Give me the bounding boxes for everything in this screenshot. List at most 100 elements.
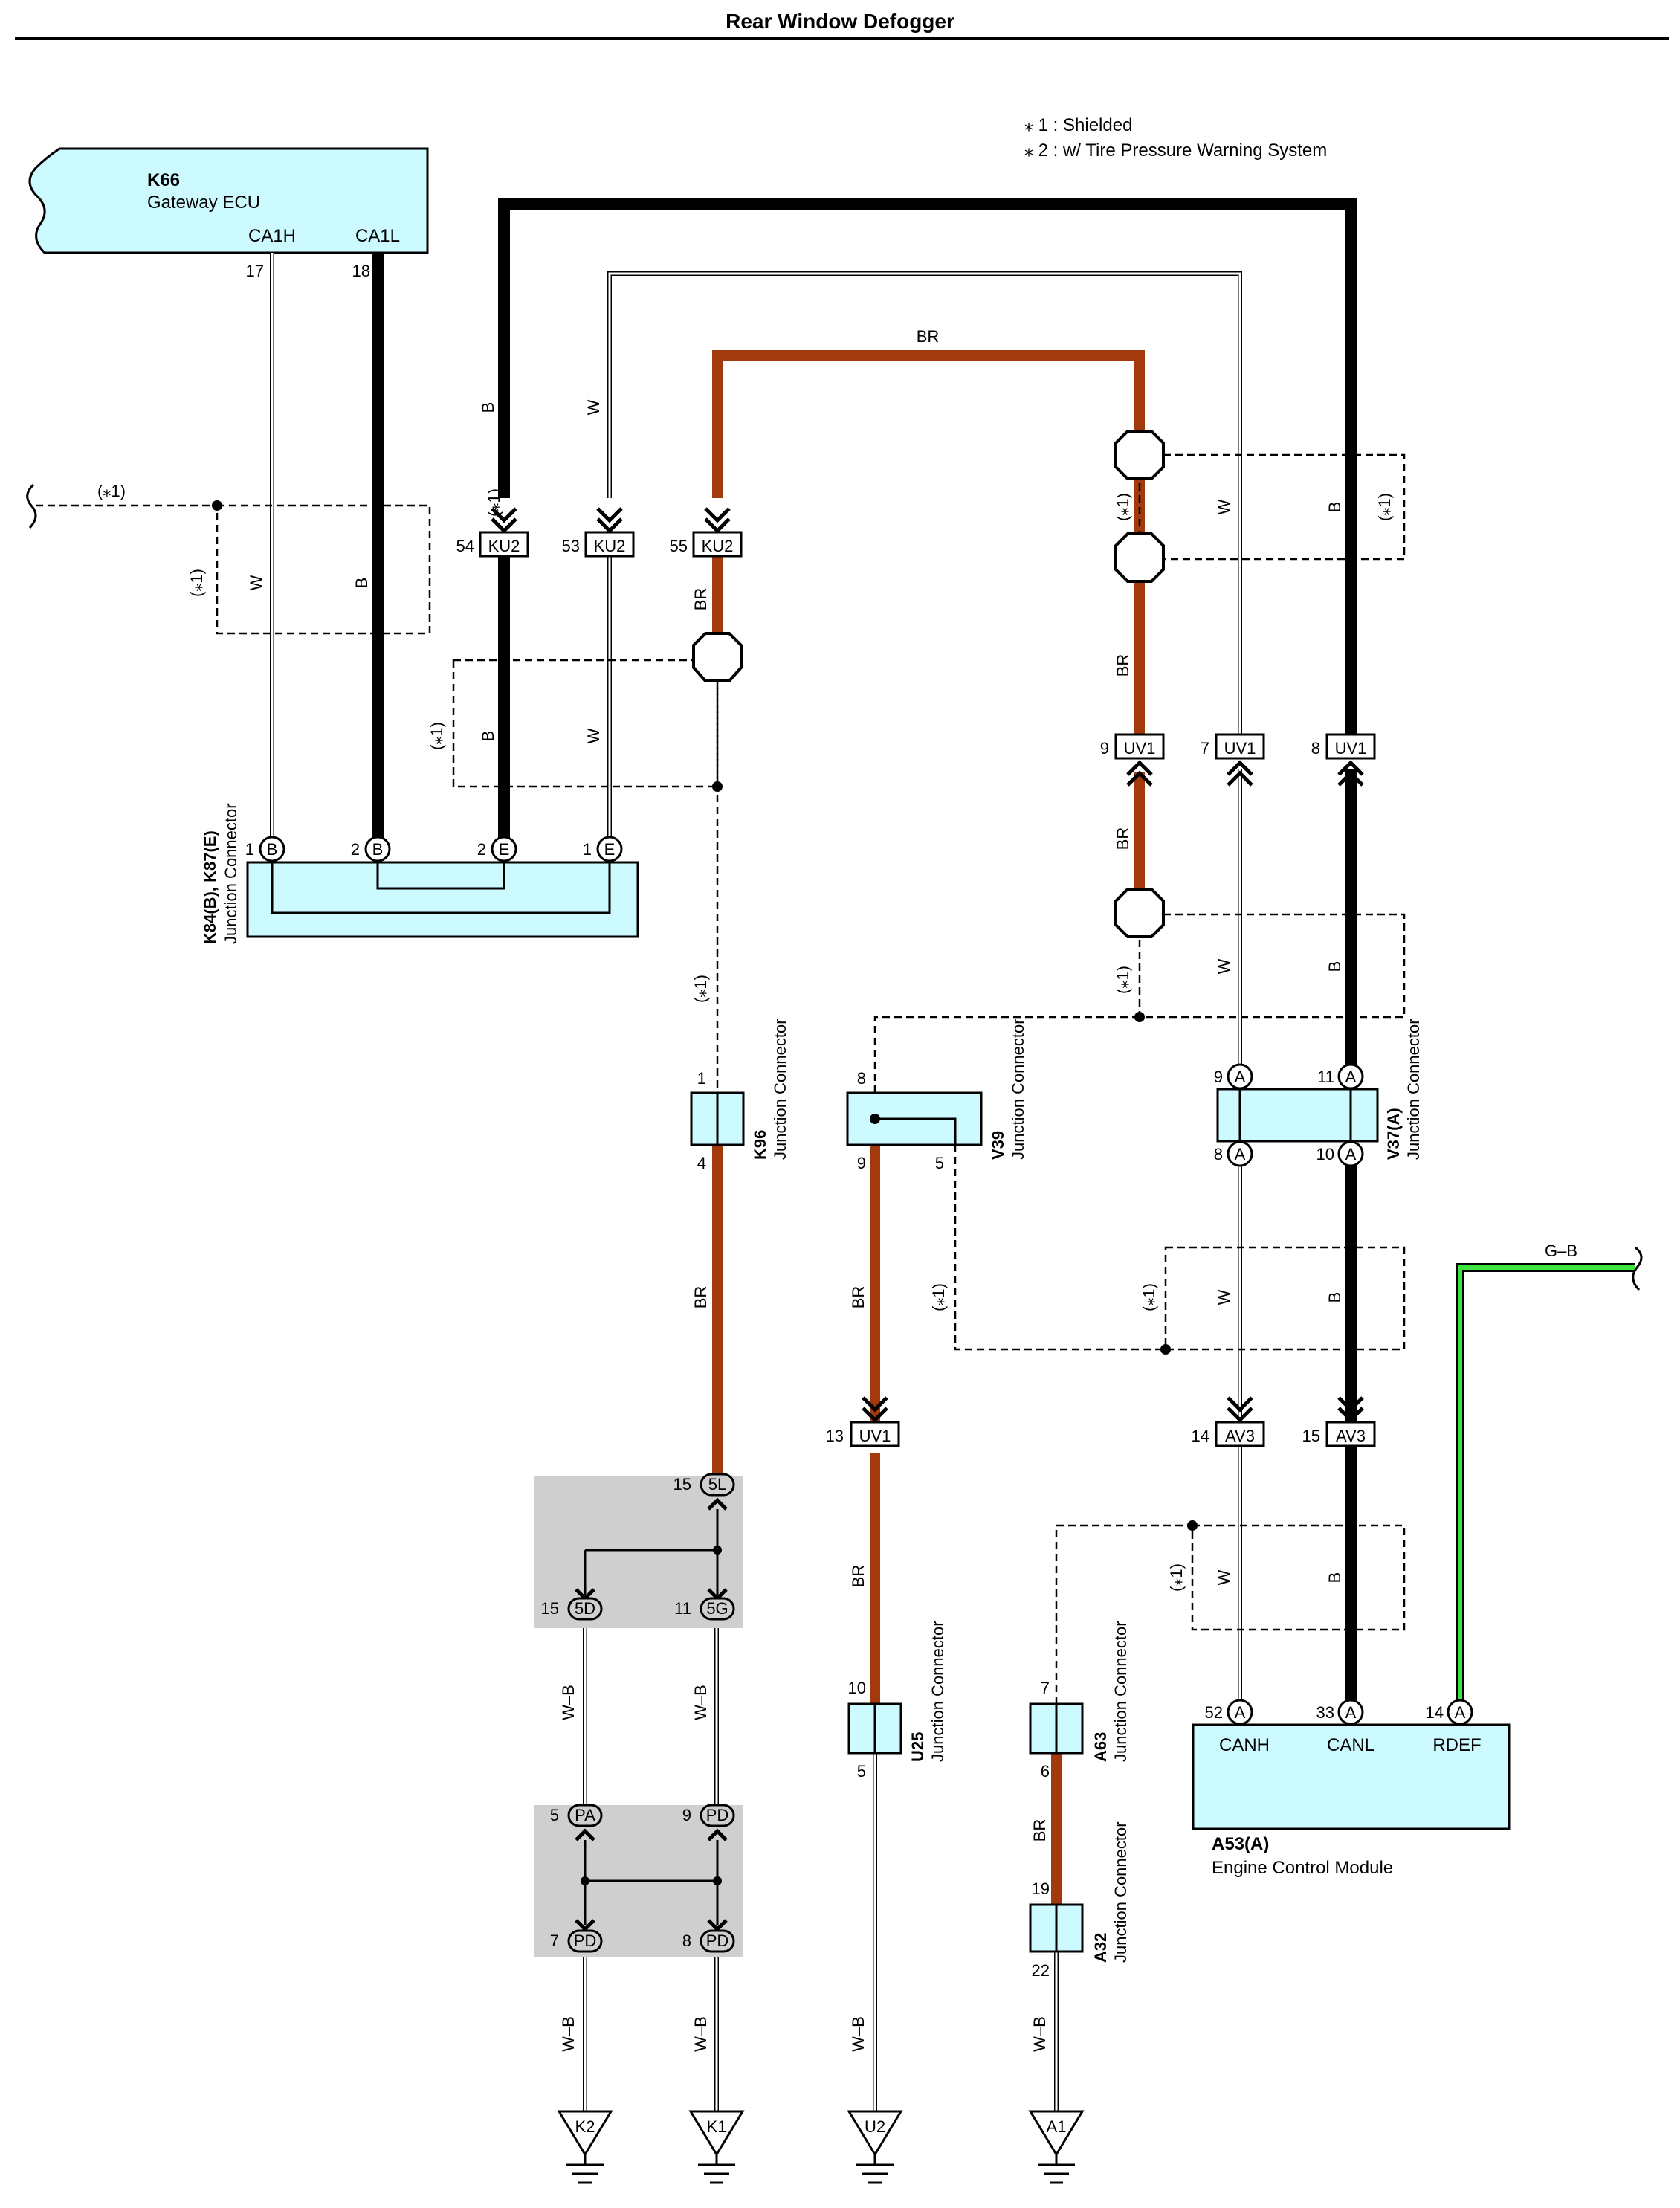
label-b-av3: B: [1325, 1572, 1344, 1584]
splice-mid: [1114, 888, 1165, 938]
gateway-pin-17: 17: [246, 262, 264, 280]
v37-letter-8: A: [1235, 1145, 1246, 1163]
a63-code: A63: [1091, 1732, 1110, 1762]
uv1-pin-7: 7: [1201, 739, 1209, 758]
v37-letter-10: A: [1345, 1145, 1357, 1163]
v37-code: V37(A): [1384, 1108, 1403, 1160]
label-w-gw: W: [247, 575, 265, 590]
ku2-pin-55: 55: [670, 537, 688, 555]
shield-lines: [26, 453, 1406, 1704]
k84-pin-1: 1: [245, 840, 254, 859]
uv1-label-8: UV1: [1335, 739, 1367, 758]
uv1-label-13: UV1: [859, 1427, 891, 1445]
label-shield-tr: (⁎1): [1114, 493, 1132, 521]
label-b-k84: B: [479, 731, 497, 742]
ecm-code: A53(A): [1212, 1834, 1269, 1854]
conn-5g: 5G: [706, 1599, 728, 1618]
ecm-name: Engine Control Module: [1212, 1858, 1393, 1878]
label-b-tr: B: [1325, 502, 1344, 513]
splice-top-1: [1114, 430, 1165, 480]
u25-pin-5: 5: [857, 1762, 866, 1781]
label-br-mid: BR: [1114, 827, 1132, 850]
label-wb-u2: W–B: [849, 2016, 868, 2052]
k84-letter-1: B: [267, 840, 278, 859]
k84-name: Junction Connector: [222, 803, 240, 944]
e-pin-1: 1: [583, 840, 592, 859]
uv1-pin-13: 13: [826, 1427, 844, 1445]
junction-k84-k87: B B E E 1 2 2 1 K84(B), K87(E) Junction …: [201, 803, 639, 944]
v37-letter-11: A: [1345, 1068, 1357, 1086]
conn-pd-upper-pin: 9: [682, 1806, 691, 1824]
gateway-ecu: K66 Gateway ECU CA1H CA1L 17 18: [28, 147, 429, 280]
gateway-pin-18: 18: [352, 262, 370, 280]
ecm-letter-14: A: [1455, 1703, 1466, 1722]
ground-connectors: 5L 15 5D 5G 15 11 PA PD 5 9 PD PD 7 8: [534, 1473, 743, 1957]
u25-code: U25: [908, 1732, 927, 1762]
k96-name: Junction Connector: [771, 1019, 789, 1160]
k96-code: K96: [751, 1130, 769, 1160]
k84-letter-3: E: [499, 840, 510, 859]
ecm-pin-rdef: RDEF: [1432, 1735, 1481, 1755]
av3-label-14: AV3: [1225, 1427, 1255, 1445]
uv1-label-9: UV1: [1124, 739, 1156, 758]
splice-k84: [692, 632, 743, 682]
ku2-label-54: KU2: [488, 537, 520, 555]
label-gb: G–B: [1545, 1242, 1577, 1260]
label-shield-k96: (⁎1): [691, 975, 710, 1003]
label-wb-5g: W–B: [691, 1685, 710, 1720]
label-b-ku2: B: [479, 402, 497, 413]
conn-5l-pin: 15: [673, 1475, 691, 1494]
label-br-ku2: BR: [691, 588, 710, 611]
k96-pin-4: 4: [697, 1154, 706, 1172]
diagram-title: Rear Window Defogger: [726, 10, 954, 33]
a32-code: A32: [1091, 1933, 1110, 1963]
conn-pd-lower-right: PD: [706, 1931, 729, 1950]
note-shielded: ⁎ 1 : Shielded: [1024, 115, 1132, 135]
label-br-a63: BR: [1030, 1819, 1049, 1842]
label-wb-a1: W–B: [1030, 2016, 1049, 2052]
label-w-ku2: W: [584, 399, 603, 415]
conn-pd-upper: PD: [706, 1806, 729, 1824]
k84-letter-4: E: [604, 840, 616, 859]
label-w-k84: W: [584, 728, 603, 743]
av3-pin-15: 15: [1302, 1427, 1320, 1445]
label-w-tr: W: [1215, 499, 1233, 514]
conn-pa-pin: 5: [550, 1806, 559, 1824]
junction-u25: 10 5 U25 Junction Connector: [847, 1621, 947, 1781]
wire-color-labels: BR B W BR W B (⁎1) (⁎1) (⁎1) B W (⁎1) (⁎…: [97, 327, 1577, 2052]
k96-pin-1: 1: [697, 1069, 706, 1088]
v39-pin-8: 8: [857, 1069, 866, 1088]
a32-pin-22: 22: [1032, 1961, 1050, 1980]
gateway-pin-canl: CA1L: [355, 226, 400, 246]
v37-pin-9: 9: [1214, 1068, 1223, 1086]
label-shield-gw: (⁎1): [187, 569, 206, 597]
a32-name: Junction Connector: [1111, 1821, 1130, 1963]
ku2-label-53: KU2: [594, 537, 626, 555]
label-b-mid: B: [1325, 961, 1344, 972]
k84-letter-2: B: [372, 840, 384, 859]
label-br-v39: BR: [849, 1286, 868, 1309]
gateway-code: K66: [147, 170, 180, 190]
conn-pd-lower-left: PD: [574, 1931, 597, 1950]
u25-name: Junction Connector: [928, 1621, 947, 1762]
ecm-pin-14: 14: [1426, 1703, 1444, 1722]
a63-pin-7: 7: [1041, 1679, 1050, 1697]
junction-a32: 19 22 A32 Junction Connector: [1029, 1821, 1130, 1980]
ku2-label-55: KU2: [702, 537, 734, 555]
u25-pin-10: 10: [848, 1679, 866, 1697]
junction-k96: 1 4 K96 Junction Connector: [690, 1019, 789, 1172]
wires-white: [270, 253, 1242, 2111]
ground-k2-label: K2: [575, 2117, 595, 2136]
av3-connector: AV3 AV3 14 15: [1192, 1396, 1376, 1447]
ground-k2: K2: [557, 2110, 613, 2184]
label-shield-mid: (⁎1): [1114, 966, 1132, 994]
label-br-u25: BR: [849, 1565, 868, 1588]
conn-pd-lower-left-pin: 7: [550, 1931, 559, 1950]
ground-k1-label: K1: [707, 2117, 727, 2136]
junction-v39: 8 9 5 V39 Junction Connector: [846, 1019, 1027, 1172]
v37-name: Junction Connector: [1404, 1019, 1423, 1160]
label-shield-left-ext: (⁎1): [97, 482, 126, 500]
ku2-pin-53: 53: [562, 537, 580, 555]
v39-pin-9: 9: [857, 1154, 866, 1172]
